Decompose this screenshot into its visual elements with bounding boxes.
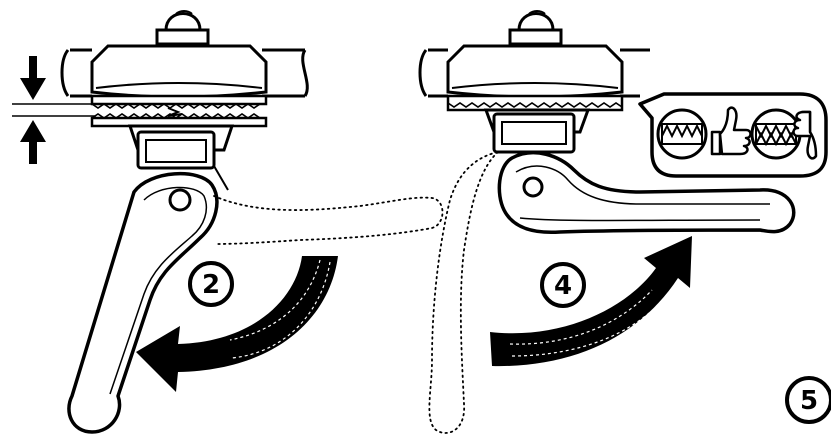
left-lever-pivot xyxy=(168,188,192,212)
left-lower-teeth xyxy=(90,116,268,128)
right-teeth xyxy=(446,94,624,112)
step-badge-2: 2 xyxy=(188,261,234,307)
left-closed-lever-ghost xyxy=(213,195,444,245)
step-label-right: 4 xyxy=(554,271,572,301)
left-knob xyxy=(155,10,210,46)
engaged-teeth-icon xyxy=(656,108,708,160)
step-badge-5: 5 xyxy=(785,376,831,424)
step-label-left: 2 xyxy=(202,270,220,300)
right-assembly: 4 xyxy=(418,10,828,434)
right-open-lever-ghost xyxy=(428,151,499,434)
left-clamp-body-detail xyxy=(95,82,263,89)
close-motion-arrow xyxy=(490,236,692,367)
left-rail xyxy=(60,48,309,98)
open-motion-arrow xyxy=(136,256,338,392)
right-clamp-body xyxy=(446,44,624,99)
right-lever-pivot xyxy=(522,176,544,198)
left-assembly: 2 xyxy=(12,10,444,434)
right-rail xyxy=(418,48,650,98)
right-knob xyxy=(508,10,563,46)
step-label-page: 5 xyxy=(800,386,818,416)
disengaged-teeth-icon xyxy=(750,108,802,160)
left-upper-teeth xyxy=(90,94,268,106)
thumbs-down-icon xyxy=(792,110,818,160)
left-open-lever xyxy=(67,172,219,434)
step-badge-4: 4 xyxy=(540,262,586,308)
teeth-check-callout xyxy=(638,92,828,178)
vertical-gap-arrows-icon xyxy=(12,56,96,164)
right-closed-lever xyxy=(497,150,796,235)
left-clamp-body xyxy=(90,44,268,99)
